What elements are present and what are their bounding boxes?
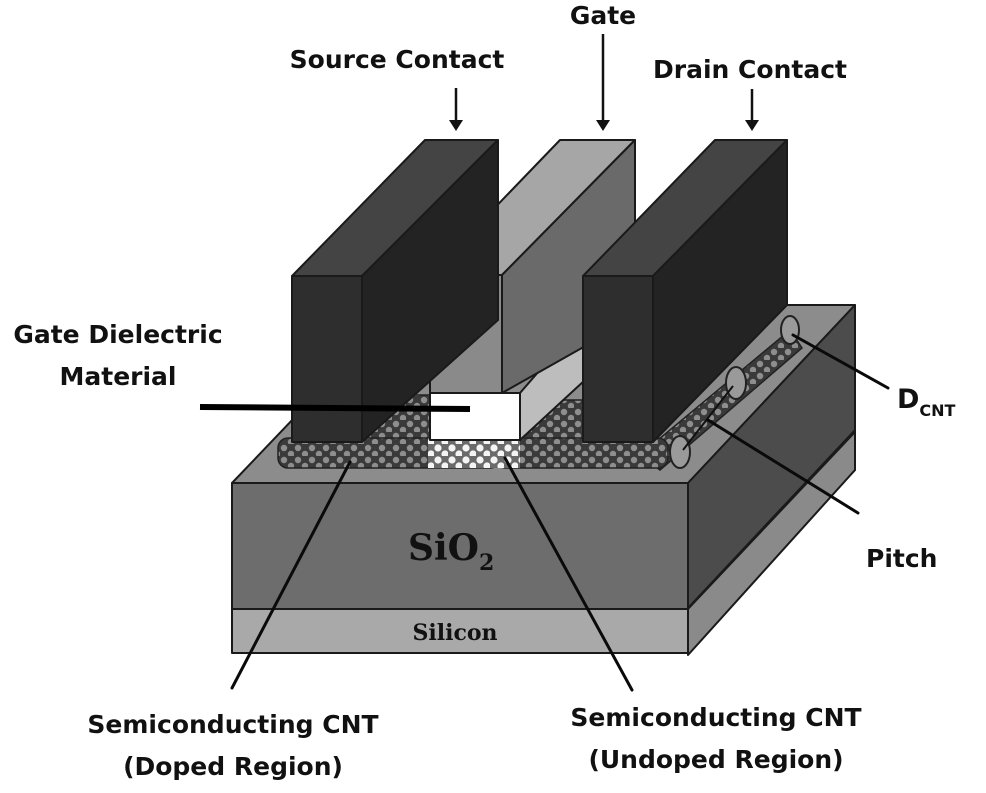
- gate-arrowhead-icon: [596, 120, 610, 131]
- gate-dielectric-label-line2: Material: [60, 362, 177, 391]
- sio2-label-sub: 2: [479, 550, 494, 576]
- source-contact: [291, 139, 499, 443]
- pitch-label: Pitch: [866, 544, 937, 573]
- drain-arrowhead-icon: [745, 120, 759, 131]
- source-contact-label: Source Contact: [290, 45, 505, 74]
- labels: Gate Source Contact Drain Contact Gate D…: [13, 1, 955, 781]
- cnt-doped-leader: [230, 460, 352, 690]
- sio2-label-main: SiO: [408, 527, 479, 569]
- silicon-label: Silicon: [412, 620, 497, 646]
- cnt-undoped-leader: [503, 456, 634, 692]
- gate-dielectric-front: [429, 392, 521, 441]
- silicon-front-face: [231, 608, 689, 654]
- gate-dielectric-label-line1: Gate Dielectric: [13, 320, 222, 349]
- source-front-face: [291, 275, 363, 443]
- drain-contact: [582, 139, 788, 443]
- d-cnt-label: DCNT: [897, 384, 956, 420]
- source-arrowhead-icon: [449, 120, 463, 131]
- cnt-tube-end: [669, 435, 691, 469]
- cnt-undoped-region: [428, 438, 520, 468]
- drain-front-face: [582, 275, 654, 443]
- top-arrows: [449, 34, 759, 131]
- cnt-undoped-label-line1: Semiconducting CNT: [570, 703, 861, 732]
- gate-dielectric: [429, 317, 586, 441]
- pitch-leader: [706, 418, 860, 515]
- gate-label: Gate: [570, 1, 636, 30]
- sio2-front-face: [231, 482, 689, 610]
- drain-contact-label: Drain Contact: [653, 55, 847, 84]
- gate-dielectric-leader: [199, 404, 471, 412]
- d-cnt-label-sub: CNT: [919, 401, 955, 420]
- cnt-doped-label-line2: (Doped Region): [123, 752, 343, 781]
- pitch-dimension-arrow: [682, 385, 734, 451]
- leader-lines: [199, 333, 890, 692]
- cnt-doped-label-line1: Semiconducting CNT: [87, 710, 378, 739]
- d-cnt-label-main: D: [897, 384, 919, 415]
- sio2-label: SiO2: [408, 527, 494, 576]
- cnt-undoped-label-line2: (Undoped Region): [588, 745, 843, 774]
- d-cnt-leader: [791, 333, 890, 390]
